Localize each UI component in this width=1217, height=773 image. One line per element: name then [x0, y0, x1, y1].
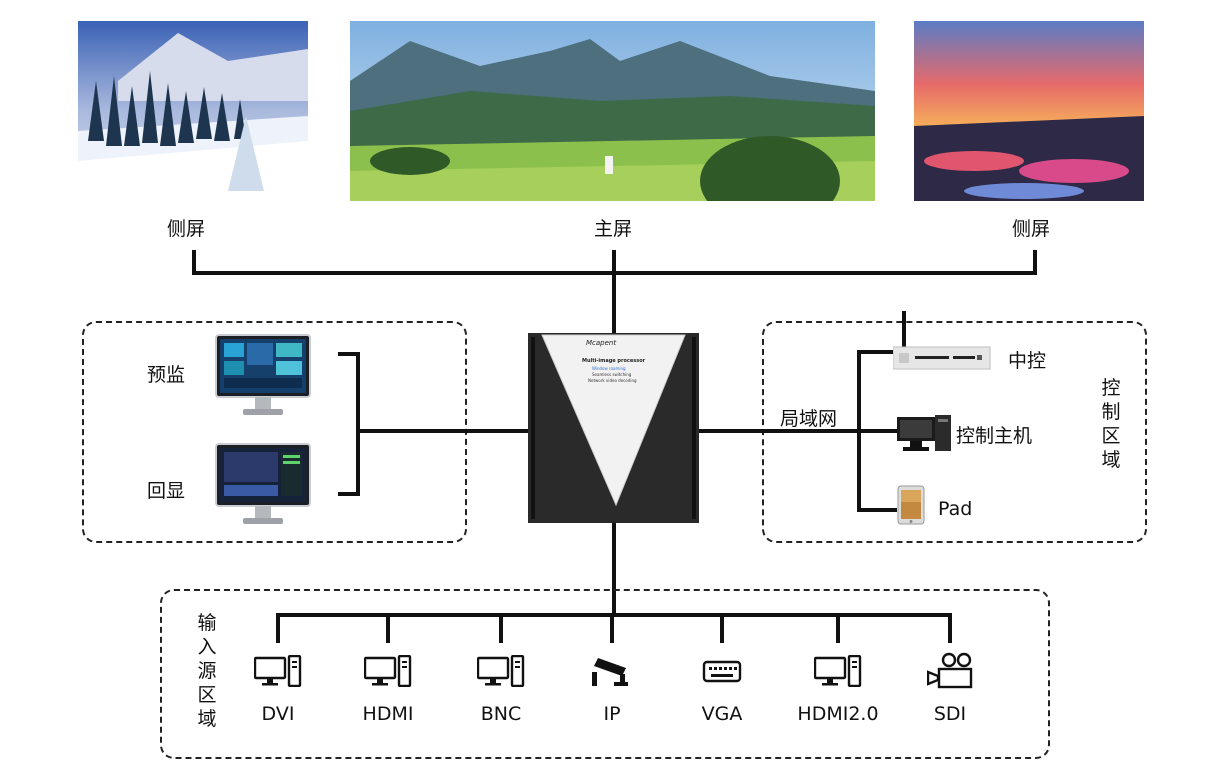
input-source-label: VGA	[701, 703, 743, 725]
main-screen-drop	[612, 250, 616, 335]
control-area-title: 控制区域	[1101, 377, 1121, 471]
control-branch-top	[857, 350, 897, 354]
left-screen-drop	[192, 250, 196, 274]
keyboard-icon	[698, 652, 746, 690]
input-source-label: DVI	[261, 703, 295, 725]
device-brand-text: Mcapent	[586, 339, 617, 347]
input-source-label: SDI	[933, 703, 967, 725]
right-side-screen-image	[914, 21, 1144, 201]
monitor-bracket-bottom	[338, 492, 360, 496]
central-control-icon	[893, 311, 991, 371]
main-screen-label: 主屏	[594, 218, 633, 240]
input-source-connector	[386, 613, 390, 643]
input-source-connector	[499, 613, 503, 643]
computer-icon	[477, 652, 525, 690]
control-branch-bottom	[857, 508, 897, 512]
left-side-screen-label: 侧屏	[167, 218, 206, 240]
monitor-to-device-line	[358, 429, 528, 433]
pad-label: Pad	[938, 498, 973, 520]
input-source-connector	[610, 613, 614, 643]
input-source-connector	[276, 613, 280, 643]
input-source-connector	[720, 613, 724, 643]
computer-icon	[364, 652, 412, 690]
video-camera-icon	[926, 652, 974, 690]
input-source-label: IP	[603, 703, 621, 725]
input-source-label: HDMI	[362, 703, 414, 725]
central-control-label: 中控	[1008, 350, 1047, 372]
input-area-title: 输入源区域	[197, 612, 217, 730]
monitor-bracket-vertical	[356, 352, 360, 496]
left-side-screen-image	[78, 21, 308, 201]
device-to-control-line	[699, 429, 919, 433]
echo-monitor-icon	[215, 443, 311, 529]
device-line2-text: Window roaming	[592, 366, 626, 371]
device-to-input-line	[612, 523, 616, 615]
computer-icon	[814, 652, 862, 690]
input-source-connector	[836, 613, 840, 643]
monitor-bracket-top	[338, 352, 360, 356]
computer-icon	[254, 652, 302, 690]
preview-label: 预监	[147, 364, 186, 386]
input-source-connector	[948, 613, 952, 643]
device-line1-text: Multi-image processor	[582, 358, 646, 364]
right-side-screen-label: 侧屏	[1012, 218, 1051, 240]
lan-label: 局域网	[780, 408, 838, 430]
echo-label: 回显	[147, 480, 186, 502]
right-screen-drop	[1033, 250, 1037, 274]
device-line4-text: Network video decoding	[588, 378, 637, 383]
input-source-label: BNC	[480, 703, 522, 725]
multi-image-processor-device: Mcapent Multi-image processor Window roa…	[528, 333, 699, 523]
cctv-camera-icon	[588, 652, 636, 690]
main-screen-image	[350, 21, 875, 201]
input-source-label: HDMI2.0	[797, 703, 879, 725]
device-line3-text: Seamless switching	[592, 372, 632, 377]
preview-monitor-icon	[215, 334, 311, 420]
control-bus-vertical	[857, 350, 861, 512]
control-host-label: 控制主机	[956, 425, 1033, 447]
input-area-box	[160, 589, 1050, 759]
pad-icon	[897, 485, 925, 525]
control-host-icon	[895, 413, 953, 455]
